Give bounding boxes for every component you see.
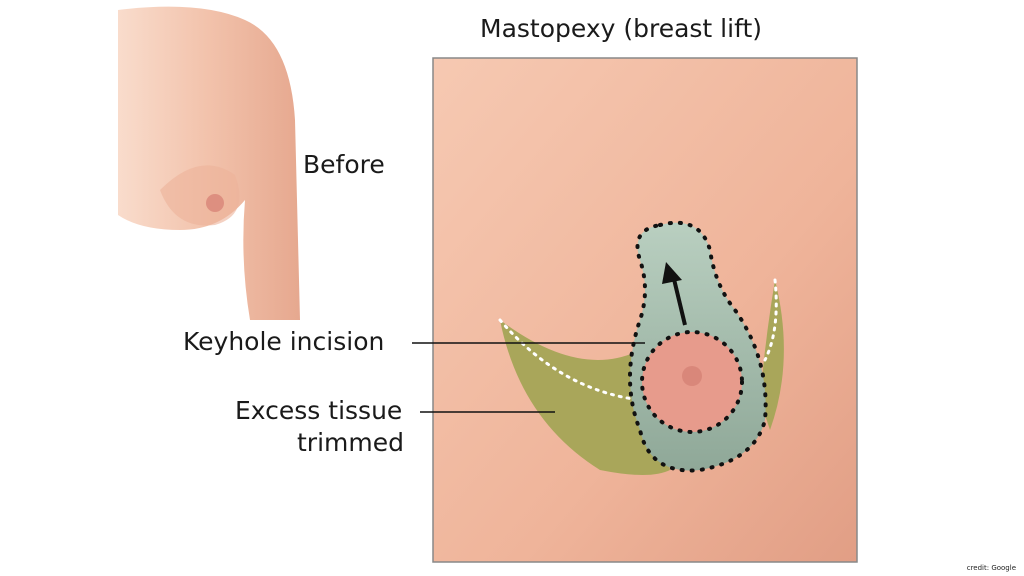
excess-label-line1: Excess tissue — [235, 396, 403, 425]
before-figure — [118, 6, 300, 321]
before-nipple — [206, 194, 224, 212]
credit-text: credit: Google — [966, 564, 1016, 572]
lift-arrow — [671, 274, 687, 326]
diagram-title: Mastopexy (breast lift) — [480, 14, 762, 43]
before-label: Before — [303, 150, 385, 179]
keyhole-label: Keyhole incision — [183, 327, 385, 356]
excess-label-line2: trimmed — [297, 428, 404, 457]
mastopexy-panel — [412, 57, 858, 563]
